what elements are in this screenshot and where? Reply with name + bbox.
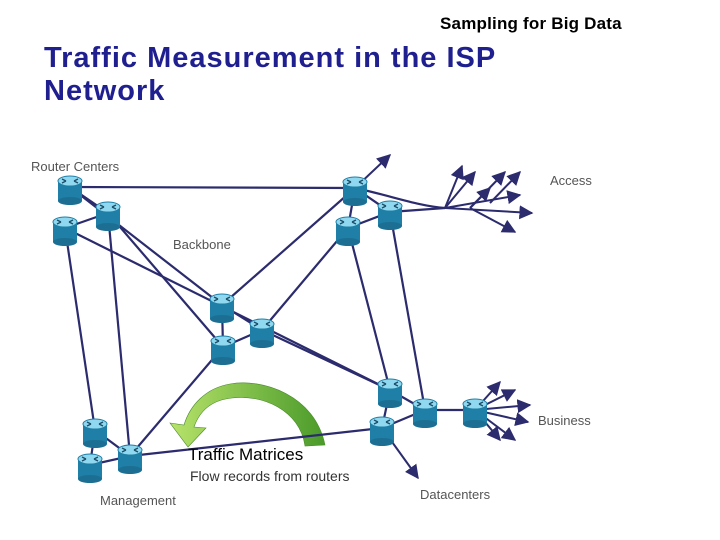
label-management: Management	[100, 493, 176, 508]
page-title: Traffic Measurement in the ISP Network	[44, 42, 496, 108]
router-icon	[57, 175, 83, 206]
router-icon	[249, 318, 275, 349]
router-icon	[377, 200, 403, 231]
traffic-matrix-arrow	[169, 382, 326, 448]
label-traffic-matrices: Traffic Matrices	[188, 445, 304, 464]
label-access: Access	[550, 173, 592, 188]
router-icon	[209, 293, 235, 324]
router-icon	[412, 398, 438, 429]
router-icon	[377, 378, 403, 409]
router-icon	[210, 335, 236, 366]
router-icon	[369, 416, 395, 447]
router-icon	[462, 398, 488, 429]
router-icon	[77, 453, 103, 484]
router-icon	[82, 418, 108, 449]
router-icon	[117, 444, 143, 475]
header-title: Sampling for Big Data	[440, 14, 622, 33]
label-backbone: Backbone	[173, 237, 231, 252]
router-icon	[52, 216, 78, 247]
router-icon	[342, 176, 368, 207]
router-icon	[95, 201, 121, 232]
router-icon	[335, 216, 361, 247]
label-flow-records: Flow records from routers	[190, 468, 350, 484]
title-line-1: Traffic Measurement in the ISP	[44, 42, 497, 74]
title-line-2: Network	[44, 75, 166, 107]
label-datacenters: Datacenters	[420, 487, 491, 502]
label-router-centers: Router Centers	[31, 159, 120, 174]
label-business: Business	[538, 413, 591, 428]
